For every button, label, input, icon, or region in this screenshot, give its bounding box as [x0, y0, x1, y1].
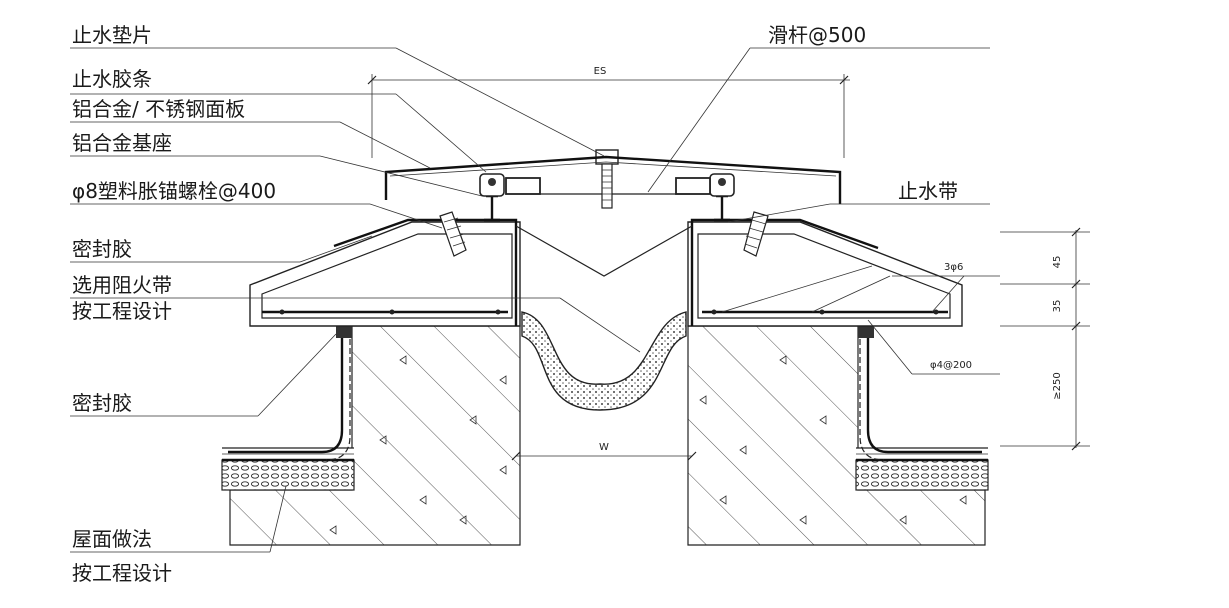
height-dimensions: 45 35 ≥250: [1000, 227, 1090, 451]
right-cap-flashing: [690, 218, 879, 326]
right-alu-base: [675, 173, 735, 222]
label-roof-line2: 按工程设计: [72, 561, 172, 585]
label-roof-line1: 屋面做法: [72, 527, 152, 551]
label-slide-bar: 滑杆@500: [768, 23, 866, 47]
label-alu-base: 铝合金基座: [72, 131, 172, 155]
left-wall-aggregate-marks: [329, 355, 507, 535]
label-anchor-bolt: φ8塑料胀锚螺栓@400: [72, 179, 276, 203]
label-sealant-bottom: 密封胶: [72, 391, 132, 415]
left-anchor-bolt: [439, 211, 467, 257]
rebar-3phi6-label: 3φ6: [944, 262, 963, 273]
left-leaders: [70, 47, 641, 553]
label-sealant-top: 密封胶: [72, 237, 132, 261]
left-roof-layers: [221, 447, 355, 491]
right-concrete-wall: [687, 325, 986, 546]
left-cap-flashing: [333, 218, 518, 326]
label-fire-belt-line1: 选用阻火带: [72, 273, 172, 297]
dim-35: 35: [1052, 300, 1063, 313]
right-wall-aggregate-marks: [699, 355, 967, 525]
right-roof-layers: [855, 447, 989, 491]
rebar-annotation-top: 3φ6: [721, 262, 1000, 313]
dim-250: ≥250: [1052, 372, 1063, 399]
left-cap: [249, 221, 521, 327]
right-anchor-bolt: [743, 211, 769, 257]
rebar-annotation-bottom: φ4@200: [867, 319, 1000, 375]
label-fire-belt-line2: 按工程设计: [72, 299, 172, 323]
fire-barrier-belt: [521, 311, 687, 411]
rebar-phi4-label: φ4@200: [930, 360, 972, 371]
right-rebar-dots: [711, 309, 939, 315]
label-water-gasket: 止水垫片: [72, 23, 152, 47]
right-cap: [687, 221, 963, 327]
dim-45: 45: [1052, 256, 1063, 269]
left-flashing: [228, 324, 352, 461]
w-label: W: [599, 442, 609, 453]
label-water-strip: 止水胶条: [72, 67, 152, 91]
es-dimension: ES: [367, 66, 850, 158]
right-leaders: [647, 47, 990, 223]
cover-panel: [384, 155, 842, 204]
label-cover-panel: 铝合金/ 不锈钢面板: [72, 97, 245, 121]
w-dimension: W: [511, 442, 697, 461]
right-flashing: [858, 324, 982, 461]
label-waterstop-band: 止水带: [898, 179, 958, 203]
left-concrete-wall: [229, 325, 521, 546]
water-stop-v-band: [515, 225, 693, 277]
es-label: ES: [594, 66, 607, 77]
left-rebar-dots: [279, 309, 501, 315]
left-alu-base: [479, 173, 541, 222]
